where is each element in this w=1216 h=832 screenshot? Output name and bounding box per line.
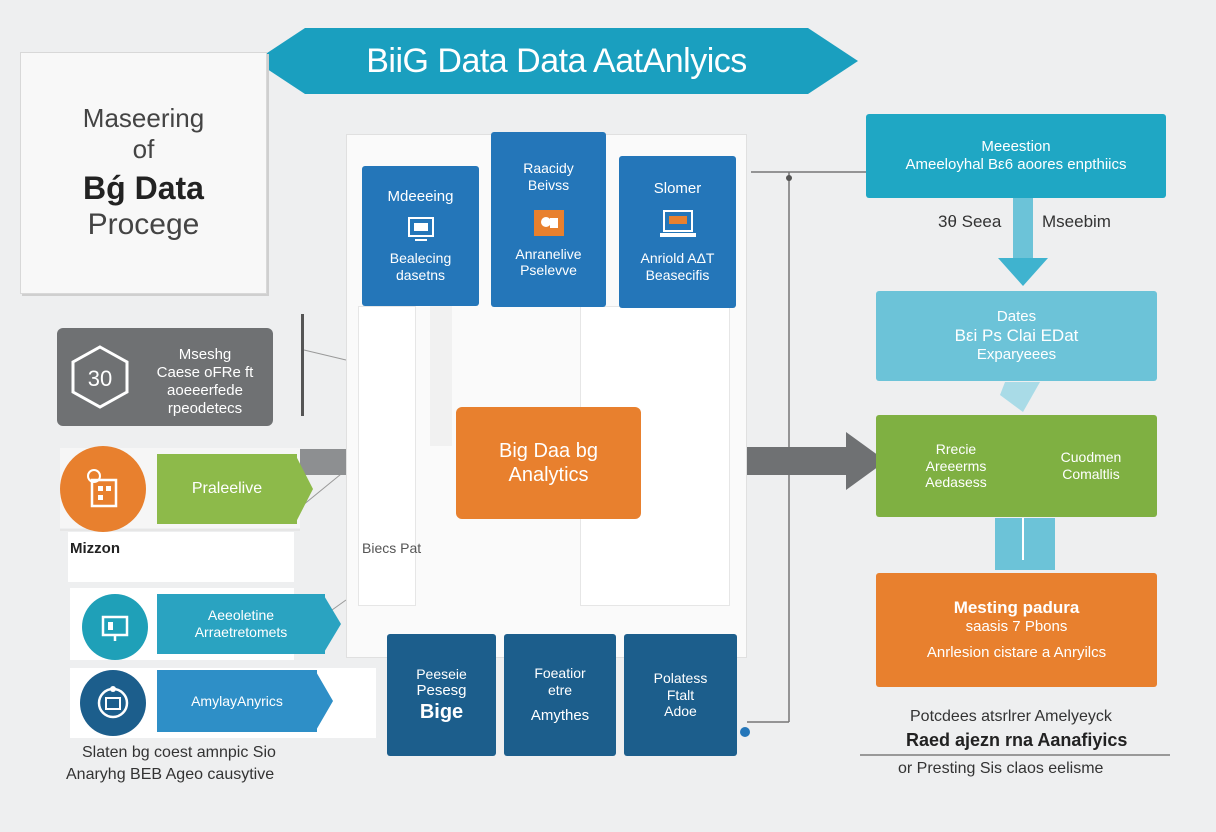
analytics-gear-icon (80, 670, 146, 736)
title-banner: BiiG Data Data AatAnlyics (255, 28, 858, 94)
right-label-left: 3θ Seea (938, 212, 1002, 231)
title-card: Maseering of Bǵ Data Procege (20, 52, 267, 294)
right-box-1: Meeestion Ameeloyhal Bε6 aoores enpthiic… (866, 114, 1166, 198)
bottom-card-line: Polatess (653, 669, 708, 686)
core-line: Analytics (508, 464, 589, 486)
card-sub-line: Anranelive (515, 245, 582, 262)
banner-arrow-shape (255, 28, 858, 94)
bottom-card-line: Foeatior (534, 665, 586, 682)
card-sub-line: Pselevve (520, 262, 577, 279)
card-storage: Slomer Anriold AΔT Beasecifis (619, 156, 736, 308)
green-label-pill: Praleelive (157, 454, 313, 524)
card-title: Mdeeeing (387, 188, 454, 206)
right-box-1-line: Ameeloyhal Bε6 aoores enpthiics (905, 156, 1127, 173)
brand-label: Mizzon (70, 540, 120, 557)
blue-label-pill: AmylayAnyrics (157, 670, 333, 732)
blue-pill-label: AmylayAnyrics (191, 692, 283, 709)
right-box-4: Mesting padura saasis 7 Pbons Anrlesion … (876, 573, 1157, 687)
title-line-1: Maseering (82, 102, 205, 133)
right-box-3: Rrecie Areeerms Aedasess Cuodmen Comaltl… (876, 415, 1157, 517)
left-caption-2: Anaryhg BEB Ageo causytive (66, 766, 275, 783)
grey-block-line: Caese oFRe ft (156, 364, 254, 381)
monitor-chart-icon (82, 594, 148, 660)
bottom-card-line: Peeseie (416, 665, 467, 682)
green-pill-label: Praleelive (191, 480, 263, 498)
right-box-4-line: Anrlesion cistare a Anryilcs (926, 644, 1107, 662)
core-analytics-box: Big Daa bg Analytics (456, 407, 641, 519)
grey-block-line: rpeodetecs (167, 400, 243, 417)
analytics-tile-icon (533, 209, 564, 236)
teal-pill-line: Arraetretomets (194, 624, 288, 640)
grey-feature-block: 30 Mseshg Caese oFRe ft aoeeerfede rpeod… (57, 328, 273, 426)
right-box-3-line: Rrecie (935, 440, 977, 457)
title-line-3: Bǵ Data (83, 169, 204, 206)
card-sub-line: dasetns (395, 267, 446, 283)
title-line-4: Procege (87, 208, 200, 242)
bottom-card-line: etre (547, 682, 573, 698)
right-caption-3: or Presting Sis claos eelisme (898, 760, 1104, 777)
card-sub-line: Anriold AΔT (640, 250, 715, 267)
hexagon-icon: 30 (67, 344, 133, 410)
cloud-database-icon (60, 446, 146, 532)
right-box-2-line: Dates (996, 307, 1037, 325)
right-box-3-right: Cuodmen Comaltlis (1026, 415, 1156, 517)
screen-icon (407, 217, 434, 242)
right-box-4-line: Mesting padura (953, 597, 1080, 617)
bottom-card-2: Foeatior etre Amythes (504, 634, 616, 756)
card-sub-line: Bealecing (389, 250, 452, 267)
bottom-card-line: Ftalt (666, 686, 695, 703)
card-sub-line: Beasecifis (645, 267, 710, 283)
laptop-icon (659, 210, 696, 238)
right-box-2-line: Exparyeees (976, 346, 1057, 364)
teal-pill-line: Aeeoletine (207, 607, 275, 624)
right-box-3-line: Areeerms (925, 457, 987, 474)
right-box-3-line: Comaltlis (1062, 466, 1120, 482)
title-line-2: of (132, 133, 155, 164)
right-box-4-line: saasis 7 Pbons (965, 618, 1068, 636)
teal-label-pill: Aeeoletine Arraetretomets (157, 594, 341, 654)
card-title: Slomer (653, 180, 702, 198)
grey-block-text: Mseshg Caese oFRe ft aoeeerfede rpeodete… (143, 346, 267, 418)
grey-block-line: Mseshg (178, 346, 232, 363)
right-box-2: Dates Bεi Ps Clai EDat Exparyeees (876, 291, 1157, 381)
bottom-card-3: Polatess Ftalt Adoe (624, 634, 737, 756)
card-rapidly: Raacidy Beivss Anranelive Pselevve (491, 132, 606, 307)
bracket-line (288, 314, 304, 416)
right-label-right: Mseebim (1042, 212, 1111, 231)
card-title-line: Beivss (527, 176, 570, 193)
right-box-3-left: Rrecie Areeerms Aedasess (886, 415, 1026, 517)
bottom-card-line: Amythes (530, 706, 590, 724)
left-caption-1: Slaten bg coest amnpic Sio (82, 744, 276, 761)
brand-strip (68, 532, 294, 582)
side-label: Biecs Pat (362, 540, 422, 556)
frame-column (430, 306, 452, 446)
card-modeling: Mdeeeing Bealecing dasetns (362, 166, 479, 306)
grey-block-line: aoeeerfede (167, 382, 243, 399)
right-caption-2: Raed ajezn rna Aanafiyics (906, 730, 1128, 750)
card-title-line: Raacidy (523, 159, 574, 176)
caption-divider (860, 754, 1170, 756)
right-box-1-line: Meeestion (981, 138, 1051, 155)
banner-title: BiiG Data Data AatAnlyics (366, 41, 747, 80)
frame-column (358, 306, 416, 606)
right-caption-1: Potcdees atsrlrer Amelyeyck (910, 708, 1112, 725)
bottom-card-1: Peeseie Pesesg Bige (387, 634, 496, 756)
bottom-card-line: Pesesg (416, 682, 467, 700)
bottom-card-line: Bige (419, 701, 464, 724)
core-line: Big Daa bg (499, 440, 598, 462)
right-box-3-line: Aedasess (925, 474, 987, 491)
hexagon-icon-label: 30 (88, 366, 112, 391)
right-box-2-line: Bεi Ps Clai EDat (954, 325, 1079, 345)
bottom-card-line: Adoe (664, 703, 697, 720)
right-box-3-line: Cuodmen (1060, 449, 1122, 466)
